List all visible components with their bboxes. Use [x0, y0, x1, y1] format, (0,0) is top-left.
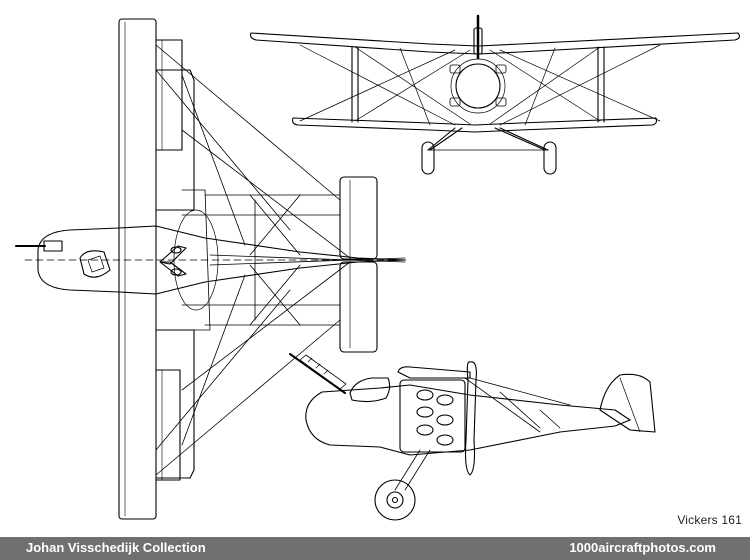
plan-aileron-top [156, 40, 182, 150]
aircraft-caption: Vickers 161 [677, 513, 742, 527]
plan-aileron-bottom [156, 370, 180, 480]
site-credit[interactable]: 1000aircraftphotos.com [569, 540, 716, 555]
side-tail-fin [600, 374, 655, 432]
side-wheel [375, 480, 415, 520]
front-landing-gear [422, 128, 556, 174]
side-propeller [466, 362, 477, 475]
front-left-wheel [422, 142, 434, 174]
front-view [251, 16, 740, 174]
plan-cockpit [80, 251, 110, 277]
front-engine-cowling [456, 64, 500, 108]
side-view [290, 354, 655, 520]
plan-view [16, 19, 410, 519]
plan-bracing-wires [156, 45, 405, 475]
three-view-drawing [0, 0, 750, 537]
side-gun [290, 354, 346, 393]
collection-credit: Johan Visschedijk Collection [26, 540, 206, 555]
plan-upper-wing [119, 19, 156, 519]
front-interplane-struts [352, 47, 604, 122]
side-fuselage [306, 385, 630, 455]
front-right-wheel [544, 142, 556, 174]
side-engine [400, 380, 465, 452]
plan-tailplane-upper [340, 177, 377, 259]
footer-bar: Johan Visschedijk Collection 1000aircraf… [0, 537, 750, 560]
front-upper-wing [251, 33, 740, 54]
front-lower-wing [293, 118, 657, 132]
side-upper-wing [398, 367, 470, 378]
plan-engine-cylinders [160, 246, 186, 276]
plan-tailplane-lower [340, 262, 377, 352]
